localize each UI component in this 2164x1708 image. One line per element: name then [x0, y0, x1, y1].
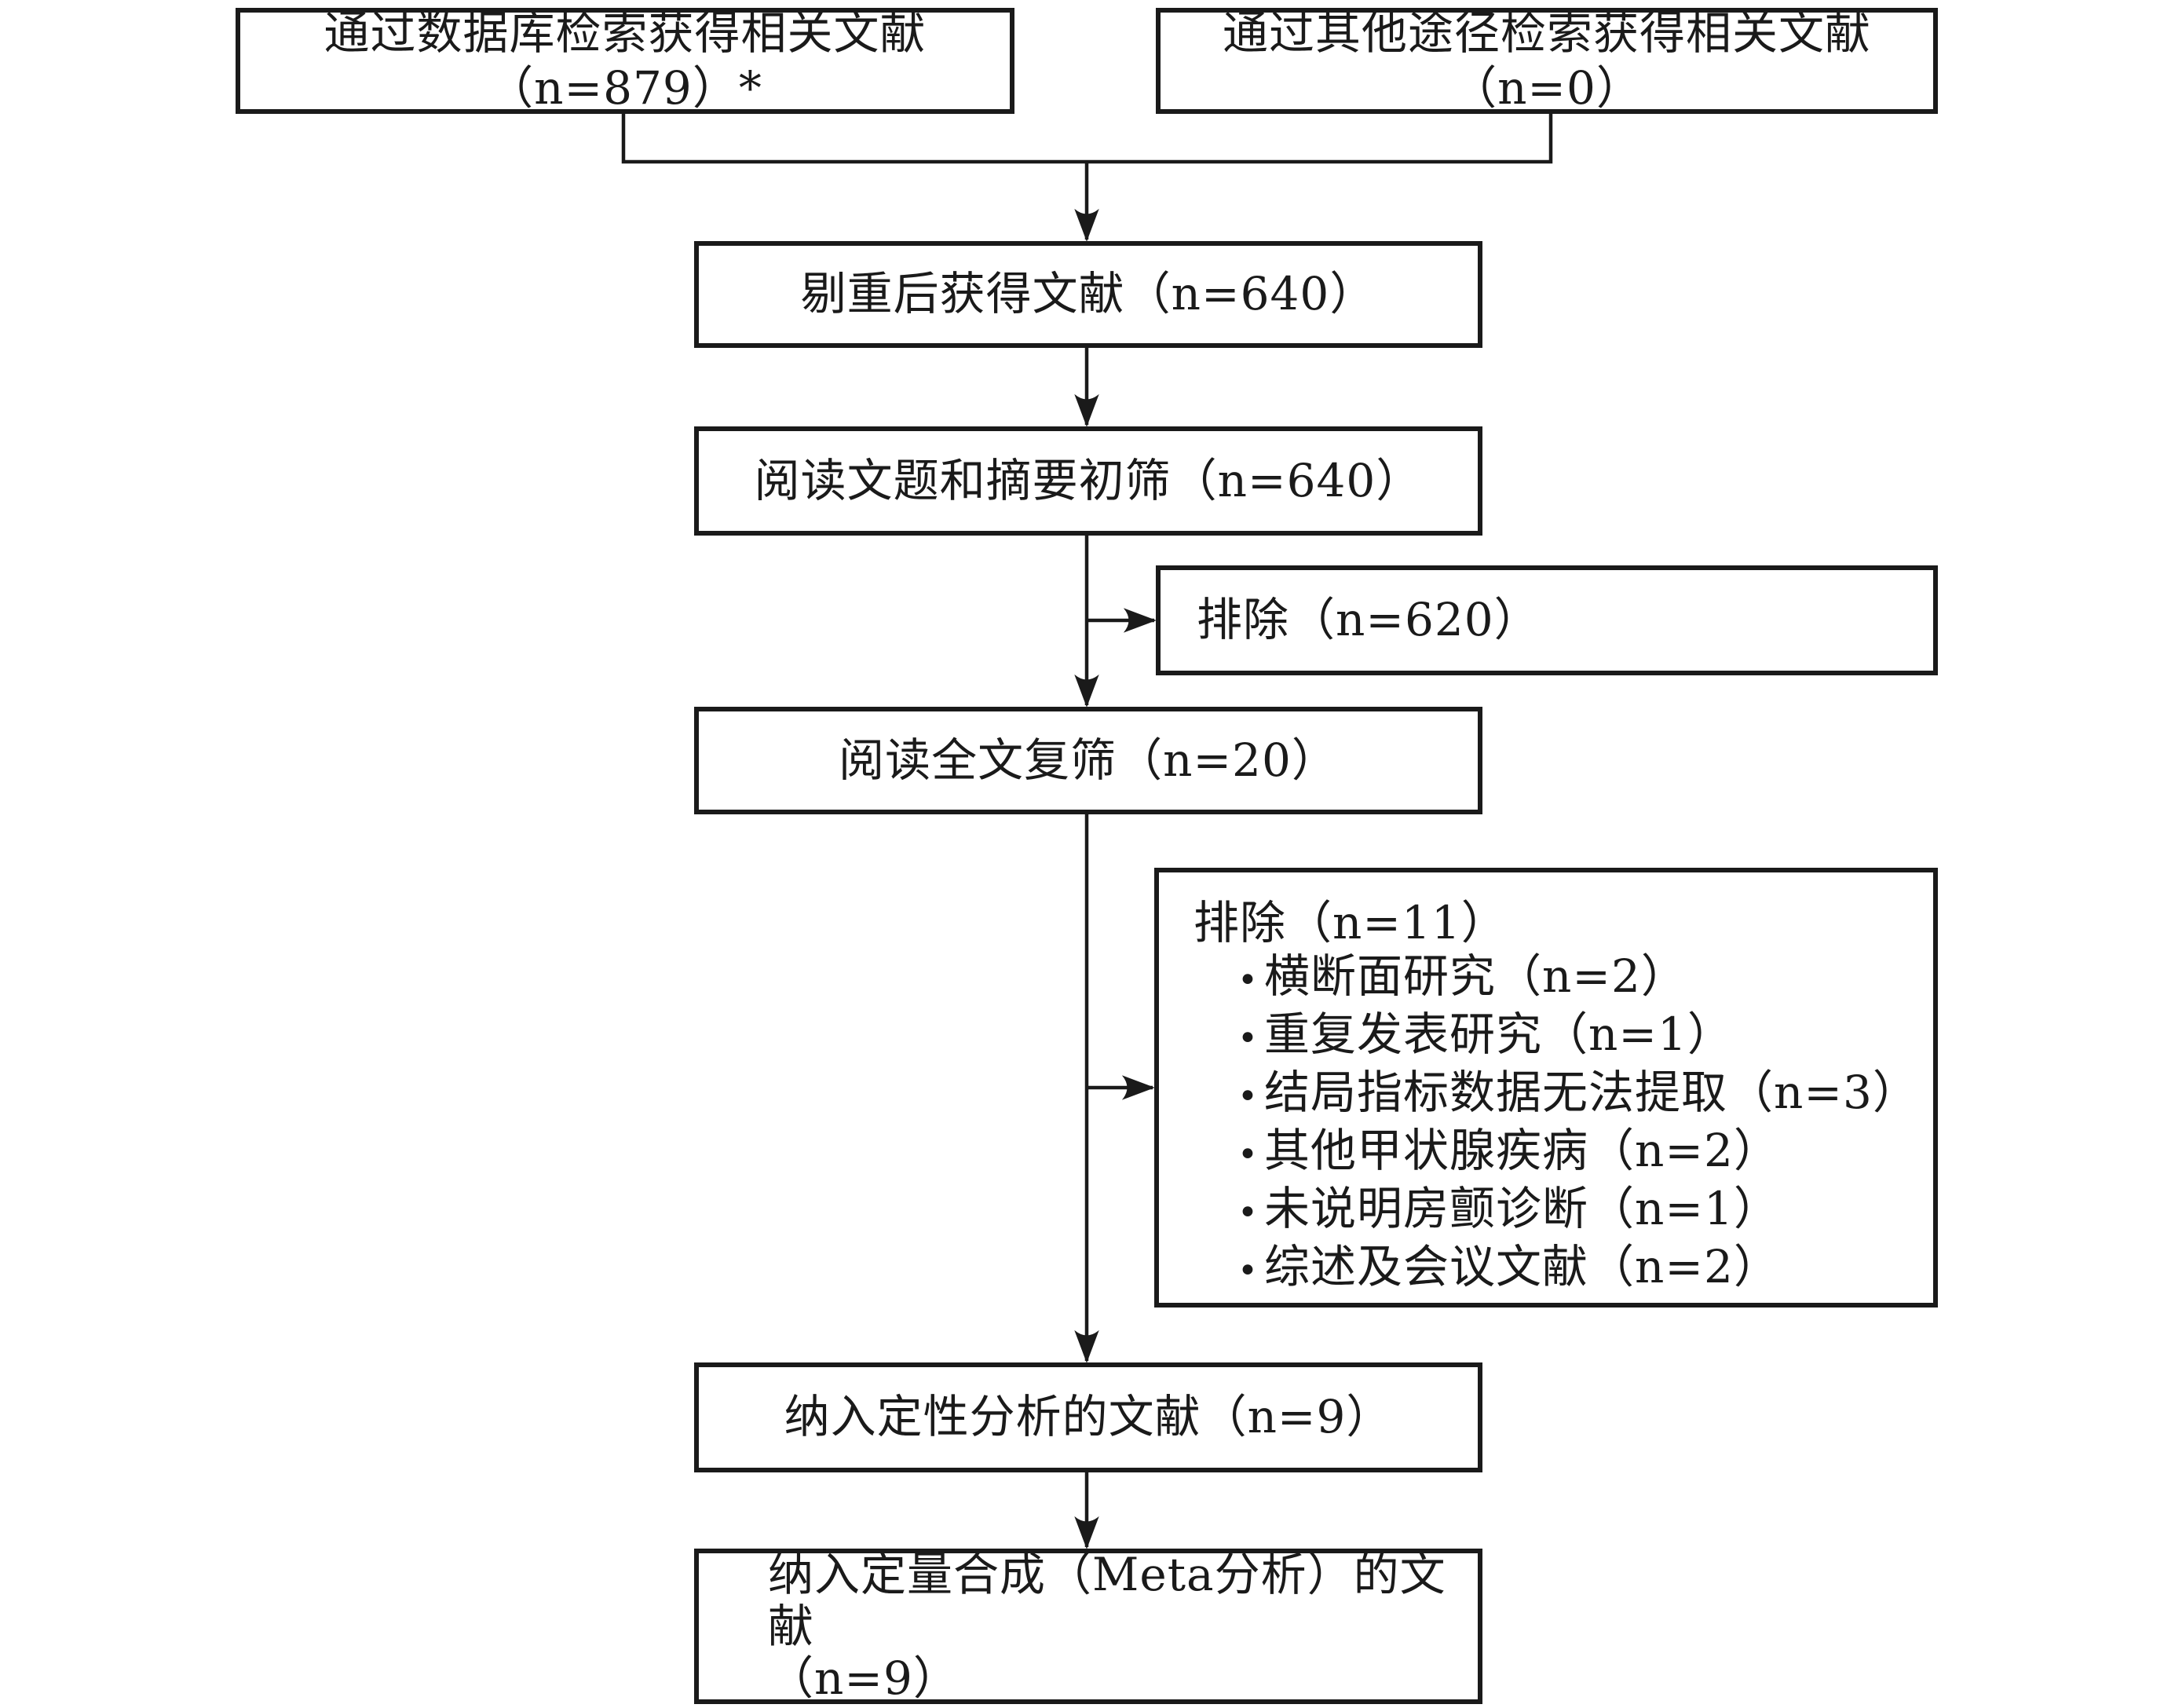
excluded-11-item-label: 结局指标数据无法提取（n=3）	[1264, 1066, 1919, 1119]
box-excluded-620: 排除（n=620）	[1156, 565, 1938, 675]
box-other-sources-search-label: 通过其他途径检索获得相关文献（n=0）	[1222, 5, 1871, 115]
excluded-11-item: • 其他甲状腺疾病（n=2）	[1193, 1124, 1910, 1182]
box-excluded-11-title: 排除（n=11）	[1193, 896, 1508, 949]
box-after-deduplication-label: 剔重后获得文献（n=640）	[800, 267, 1376, 321]
box-excluded-620-label: 排除（n=620）	[1197, 593, 1541, 647]
excluded-11-item: • 横断面研究（n=2）	[1193, 949, 1910, 1008]
box-database-search-label: 通过数据库检索获得相关文献（n=879）*	[324, 5, 927, 115]
excluded-11-item-label: 综述及会议文献（n=2）	[1264, 1240, 1780, 1293]
box-title-abstract-screening-label: 阅读文题和摘要初筛（n=640）	[754, 453, 1423, 507]
excluded-11-item: • 重复发表研究（n=1）	[1193, 1008, 1910, 1066]
excluded-11-item: • 综述及会议文献（n=2）	[1193, 1240, 1910, 1298]
excluded-11-item: • 未说明房颤诊断（n=1）	[1193, 1182, 1910, 1240]
box-qualitative-analysis-label: 纳入定性分析的文献（n=9）	[784, 1390, 1393, 1444]
excluded-11-item-label: 其他甲状腺疾病（n=2）	[1264, 1124, 1780, 1177]
box-quantitative-label-line2: （n=9）	[768, 1651, 960, 1705]
bullet-icon: •	[1237, 1193, 1259, 1233]
box-other-sources-search: 通过其他途径检索获得相关文献（n=0）	[1156, 5, 1938, 115]
excluded-11-item: • 结局指标数据无法提取（n=3）	[1193, 1066, 1919, 1124]
box-quantitative-label-line1: 纳入定量合成（Meta分析）的文献	[768, 1548, 1446, 1653]
connector-merge-top	[621, 114, 1553, 164]
excluded-11-item-label: 横断面研究（n=2）	[1264, 949, 1687, 1003]
bullet-icon: •	[1237, 1135, 1259, 1175]
box-fulltext-screening: 阅读全文复筛（n=20）	[694, 707, 1482, 814]
box-fulltext-screening-label: 阅读全文复筛（n=20）	[839, 733, 1338, 787]
bullet-icon: •	[1237, 1077, 1259, 1117]
bullet-icon: •	[1237, 1251, 1259, 1291]
box-quantitative-meta-analysis: 纳入定量合成（Meta分析）的文献 （n=9）	[694, 1549, 1482, 1704]
bullet-icon: •	[1237, 1019, 1259, 1059]
excluded-11-item-label: 未说明房颤诊断（n=1）	[1264, 1182, 1780, 1235]
box-database-search: 通过数据库检索获得相关文献（n=879）*	[236, 5, 1014, 115]
box-qualitative-analysis: 纳入定性分析的文献（n=9）	[694, 1362, 1482, 1472]
box-after-deduplication: 剔重后获得文献（n=640）	[694, 241, 1482, 348]
box-excluded-11: 排除（n=11） • 横断面研究（n=2） • 重复发表研究（n=1） • 结局…	[1154, 868, 1938, 1308]
bullet-icon: •	[1237, 960, 1259, 1000]
excluded-11-item-label: 重复发表研究（n=1）	[1264, 1008, 1734, 1061]
box-title-abstract-screening: 阅读文题和摘要初筛（n=640）	[694, 426, 1482, 536]
